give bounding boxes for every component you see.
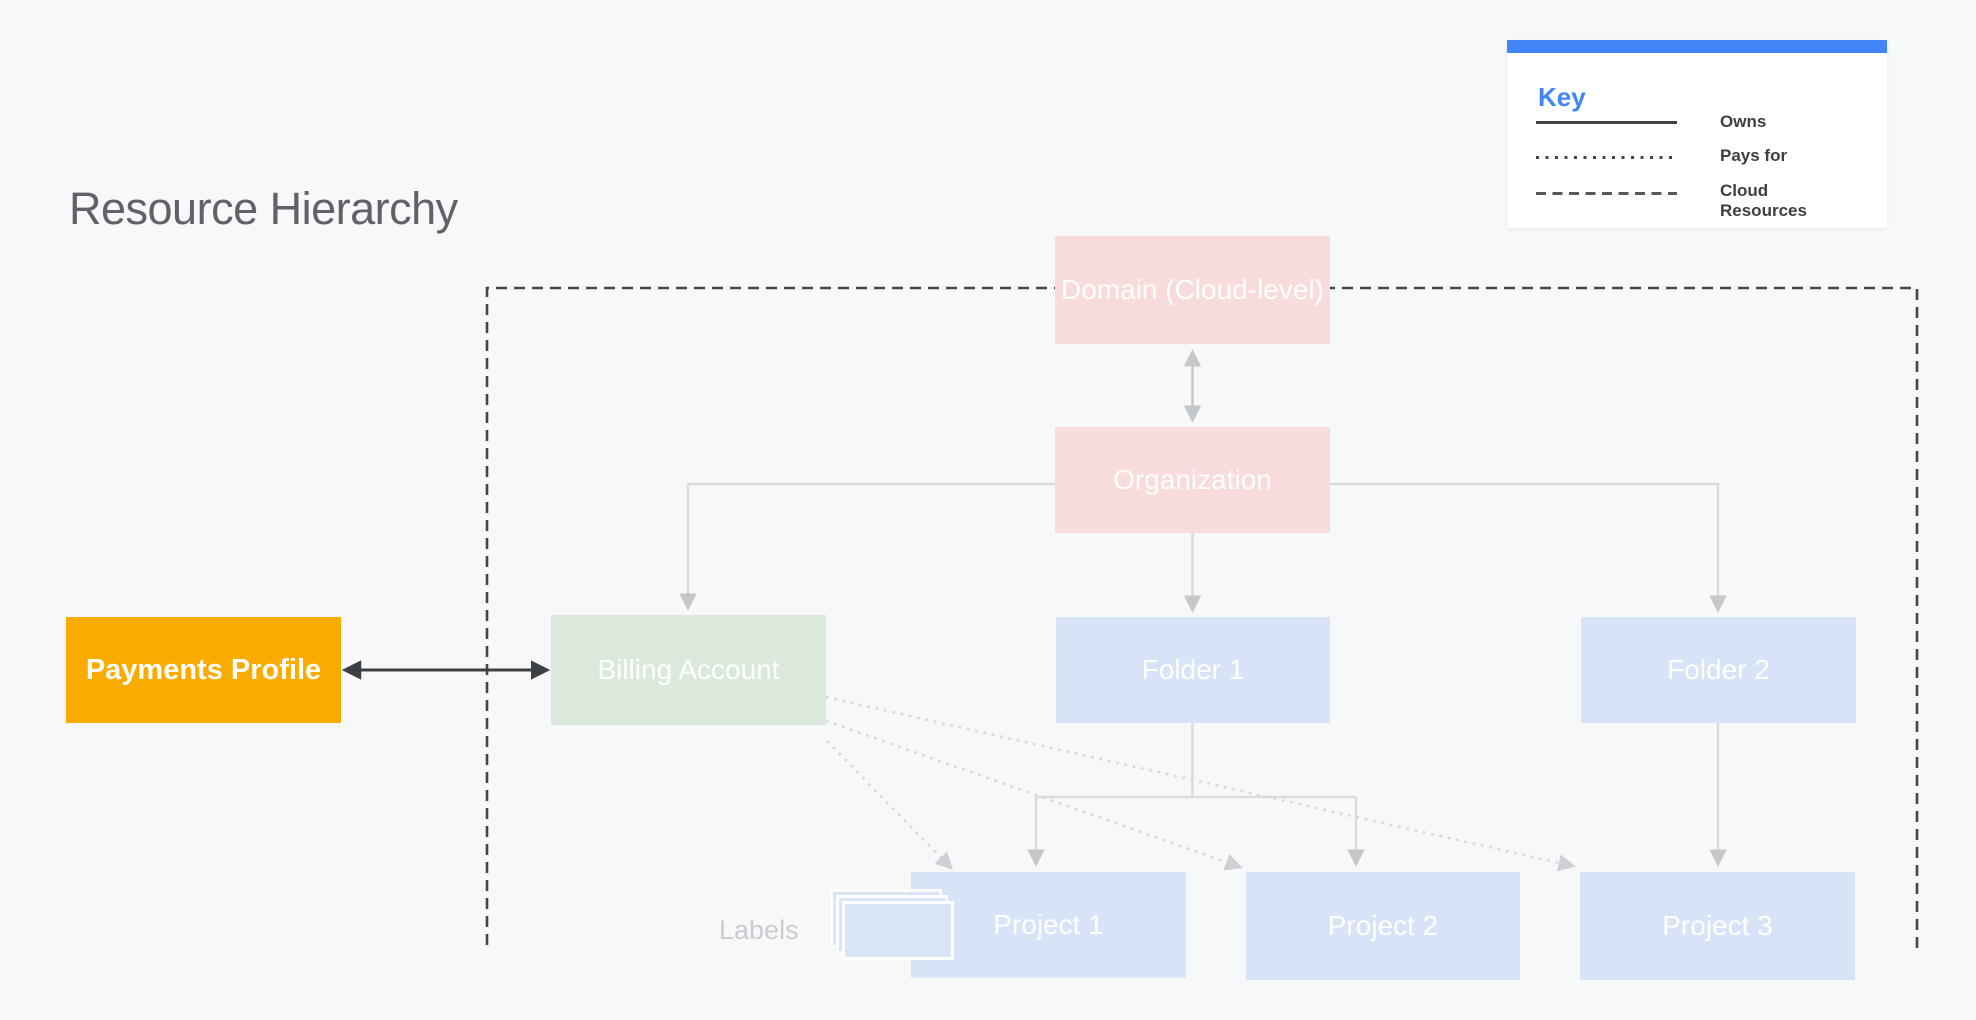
- stacked-cards-icon: [830, 889, 960, 967]
- legend-label-cloud-resources: Cloud Resources: [1720, 181, 1807, 220]
- legend-heading: Key: [1538, 82, 1586, 112]
- node-billing-account: Billing Account: [551, 615, 826, 725]
- legend-label-owns: Owns: [1720, 112, 1767, 131]
- dotted-arrow-billing-project-3: [825, 695, 1576, 872]
- node-domain: Domain (Cloud-level): [1055, 236, 1330, 344]
- dotted-arrow-billing-project-1: [826, 740, 954, 871]
- label-card-front: [842, 901, 954, 960]
- legend-accent-bar: [1507, 40, 1887, 53]
- dotted-arrow-billing-project-2: [825, 719, 1243, 871]
- legend-dotted-line-icon: [1536, 156, 1677, 159]
- legend-card: Key Owns Pays for Cloud Resources: [1507, 40, 1887, 228]
- arrow-organization-billing-account: [679, 482, 1055, 611]
- branch-folder-1: [1036, 723, 1356, 799]
- node-folder-1: Folder 1: [1056, 617, 1330, 723]
- legend-label-pays-for: Pays for: [1720, 146, 1788, 165]
- arrow-organization-folder-2: [1330, 482, 1727, 613]
- node-project-1: Project 1: [911, 872, 1186, 978]
- node-project-3: Project 3: [1580, 872, 1855, 980]
- labels-annotation: Labels: [719, 915, 799, 945]
- node-folder-2: Folder 2: [1581, 617, 1856, 723]
- node-payments-profile: Payments Profile: [66, 617, 341, 723]
- legend-solid-line-icon: [1536, 121, 1677, 124]
- legend-dashed-line-icon: [1536, 192, 1677, 195]
- node-organization: Organization: [1055, 427, 1330, 533]
- node-project-2: Project 2: [1246, 872, 1520, 980]
- page-title: Resource Hierarchy: [69, 183, 458, 234]
